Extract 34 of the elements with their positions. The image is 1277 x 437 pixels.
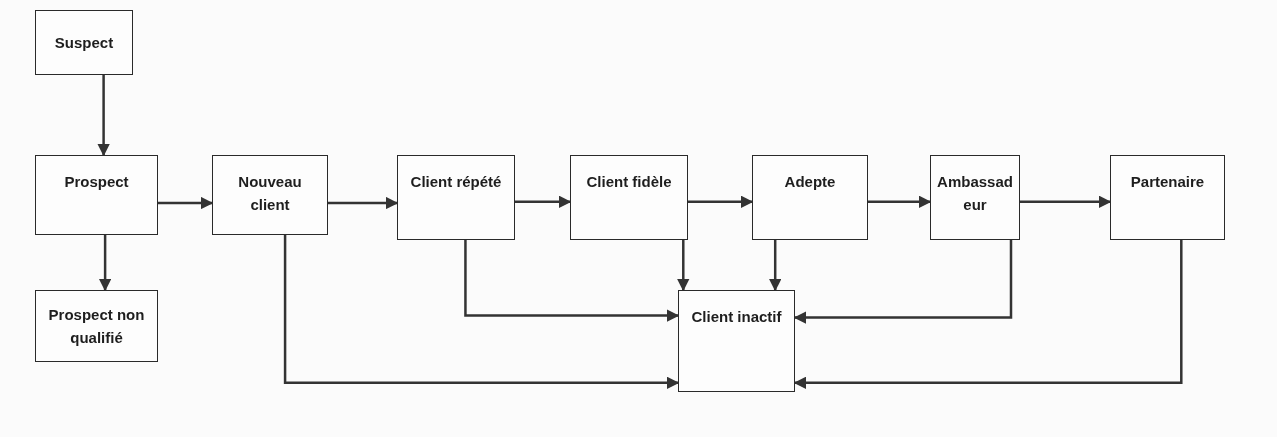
process-box (570, 155, 688, 240)
arrow (688, 195, 754, 208)
process-box (212, 155, 328, 235)
arrow (677, 240, 690, 292)
box-label: Prospect (64, 172, 129, 192)
box-label: Prospect non qualifié (47, 304, 146, 348)
process-box (35, 155, 158, 235)
arrow (868, 195, 932, 208)
box-label: Partenaire (1130, 172, 1205, 192)
arrow (464, 240, 680, 322)
arrow (793, 240, 1183, 390)
arrow (793, 240, 1013, 324)
arrow (98, 235, 112, 292)
process-box (1110, 155, 1225, 240)
arrow (515, 195, 572, 208)
process-box (397, 155, 515, 240)
arrow (328, 196, 399, 210)
arrow (158, 196, 214, 210)
process-box (35, 290, 158, 362)
box-label: Suspect (54, 32, 114, 53)
arrow (97, 75, 110, 157)
arrow (1020, 195, 1112, 208)
box-label: Client fidèle (586, 172, 672, 192)
process-box (35, 10, 133, 75)
process-box (752, 155, 868, 240)
box-label: Client inactif (691, 307, 782, 327)
box-label: Ambassadeur (937, 172, 1013, 216)
box-label: Nouveau client (237, 172, 303, 216)
arrow (768, 240, 782, 292)
process-box (678, 290, 795, 392)
process-box (930, 155, 1020, 240)
box-label: Adepte (784, 172, 836, 192)
arrow (283, 235, 680, 390)
box-label: Client répété (410, 172, 502, 192)
